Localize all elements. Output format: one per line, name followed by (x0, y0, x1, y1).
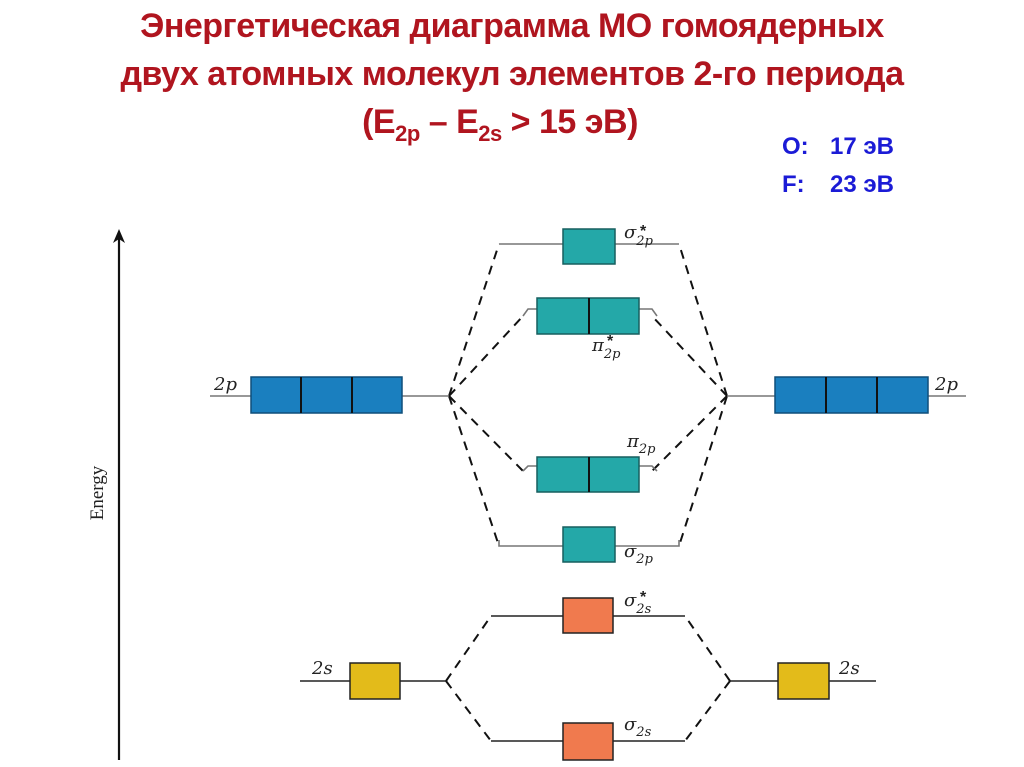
pi-2p-orbital: π2p (536, 431, 656, 493)
svg-text:2s: 2s (311, 658, 333, 679)
svg-text:*: * (607, 333, 614, 350)
svg-text:2p: 2p (934, 374, 958, 395)
sigma-2s-orbital: σ2s (562, 714, 652, 761)
right-2s-orbital: 2s (777, 658, 860, 700)
right-2p-orbital: 2p (774, 374, 958, 414)
svg-text:π2p: π2p (626, 431, 656, 457)
svg-text:*: * (640, 589, 647, 606)
svg-text:σ2s: σ2s (624, 590, 652, 617)
svg-text:*: * (640, 223, 647, 240)
sigma-star-2s-orbital: σ2s * (562, 589, 652, 634)
svg-text:σ2p: σ2p (624, 222, 654, 249)
left-2s-orbital: 2s (311, 658, 401, 700)
sigma-star-2p-orbital: σ2p * (562, 222, 654, 265)
svg-text:2p: 2p (213, 374, 237, 395)
diagram-title: Энергетическая диаграмма МО гомоядерных … (0, 2, 1024, 146)
axis-label: Energy (87, 465, 108, 520)
svg-text:π2p: π2p (591, 335, 621, 362)
energy-axis: Energy (87, 229, 125, 760)
title-line-3: (E2p – E2s > 15 эВ) (362, 103, 638, 146)
energy-gap-values: O:17 эВ F:23 эВ (782, 128, 894, 204)
oxygen-value: O:17 эВ (782, 133, 894, 160)
arrow-up-icon (113, 229, 125, 243)
sigma-2p-orbital: σ2p (562, 526, 654, 567)
svg-text:σ2s: σ2s (624, 714, 652, 740)
svg-text:σ2p: σ2p (624, 541, 654, 567)
pi-star-2p-orbital: π2p * (536, 297, 640, 362)
title-line-2: двух атомных молекул элементов 2-го пери… (120, 55, 904, 93)
svg-text:2s: 2s (838, 658, 860, 679)
title-line-1: Энергетическая диаграмма МО гомоядерных (140, 7, 884, 45)
fluorine-value: F:23 эВ (782, 171, 894, 198)
left-2p-orbital: 2p (213, 374, 403, 414)
correlation-lines (445, 243, 731, 742)
